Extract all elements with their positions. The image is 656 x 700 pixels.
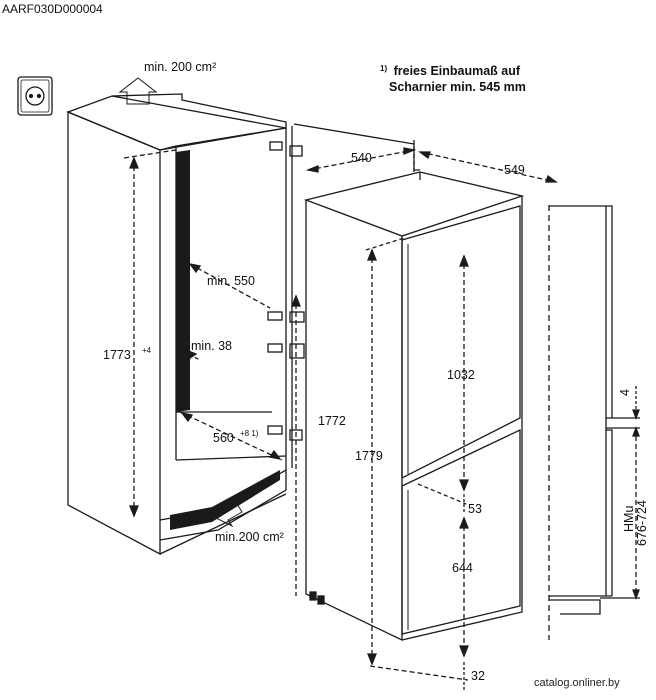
- hinge-mid-1: [267, 311, 305, 323]
- dim-540: 540: [351, 151, 372, 165]
- niche-cabinet: [66, 93, 293, 556]
- dim-540-line: [305, 140, 417, 173]
- bottom-vent-arrow: [211, 501, 243, 528]
- hinge-mid-2: [267, 343, 305, 359]
- dim-53-line: [417, 483, 467, 514]
- dim-hmu-line: [632, 428, 640, 600]
- dim-644: 644: [452, 561, 473, 575]
- dim-1032-line: [459, 254, 469, 492]
- top-vent-label: min. 200 cm²: [144, 60, 216, 74]
- dim-1772: 1772: [318, 414, 346, 428]
- dim-644-line: [459, 516, 469, 658]
- note-line-2: Scharnier min. 545 mm: [389, 80, 526, 94]
- dim-1773: 1773: [103, 348, 131, 362]
- dim-560-superscript: +8 1): [240, 429, 259, 438]
- dim-min-38-line: [175, 347, 201, 361]
- dim-hmu-range: 676-724: [635, 500, 649, 546]
- dim-min-38: min. 38: [191, 339, 232, 353]
- side-profile: [548, 205, 640, 640]
- dim-1032: 1032: [447, 368, 475, 382]
- bottom-vent-label: min.200 cm²: [215, 530, 284, 544]
- dim-32: 32: [471, 669, 485, 683]
- dim-min-550: min. 550: [207, 274, 255, 288]
- hinge-top: [269, 141, 303, 157]
- dim-560: 560: [213, 431, 234, 445]
- dim-1772-line: [291, 294, 301, 596]
- drawing-code: AARF030D000004: [2, 2, 103, 16]
- dim-1779: 1779: [355, 449, 383, 463]
- dim-hmu: HMu: [622, 506, 636, 532]
- note-line-1: 1) freies Einbaumaß auf: [380, 60, 521, 78]
- dim-549: 549: [504, 163, 525, 177]
- note-text-1: freies Einbaumaß auf: [394, 64, 521, 78]
- dim-1779-line: [365, 237, 405, 666]
- dim-32-line: [369, 662, 469, 690]
- dim-1773-line: [123, 149, 177, 518]
- top-vent-arrow: [118, 77, 158, 105]
- power-socket-icon: [17, 76, 53, 116]
- dim-1773-tolerance: +4: [142, 346, 152, 355]
- note-superscript: 1): [380, 64, 387, 73]
- dim-560-line: [179, 411, 283, 461]
- watermark: catalog.onliner.by: [534, 677, 620, 689]
- dim-53: 53: [468, 502, 482, 516]
- dim-4: 4: [618, 389, 632, 396]
- dim-min-550-line: [188, 263, 271, 309]
- dim-549-line: [418, 151, 558, 183]
- hinge-bottom: [267, 425, 303, 441]
- appliance-body: [293, 123, 525, 642]
